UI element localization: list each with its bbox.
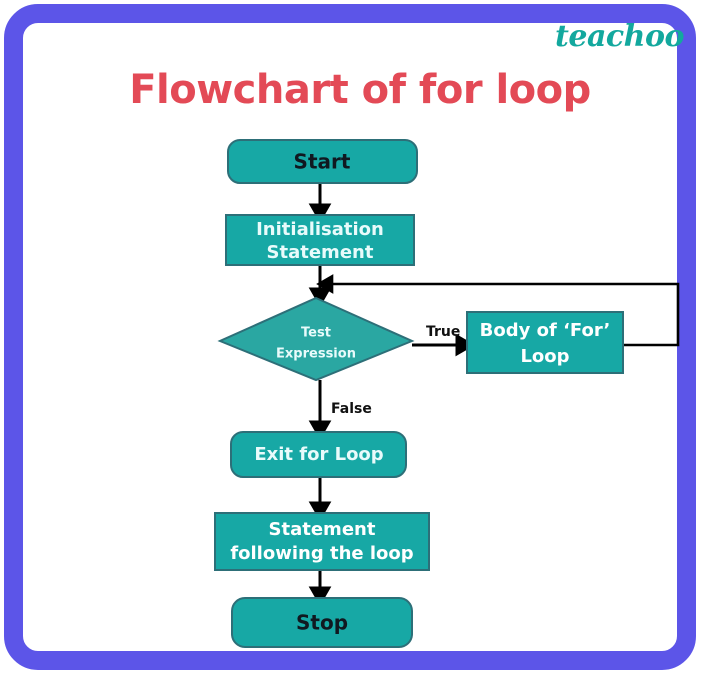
node-stop-shape[interactable] <box>231 597 413 648</box>
node-initialisation-statement[interactable]: Initialisation Statement <box>225 214 415 266</box>
node-init-shape[interactable] <box>225 214 415 266</box>
node-test-expression[interactable]: Test Expression <box>217 296 415 382</box>
node-statement-following-loop[interactable]: Statement following the loop <box>214 512 430 571</box>
node-test-label-line2: Expression <box>276 347 356 362</box>
connectors <box>308 183 680 607</box>
edge-label-false: False <box>331 401 372 417</box>
node-exit-for-loop[interactable]: Exit for Loop <box>230 431 407 478</box>
node-stop[interactable]: Stop <box>231 597 413 648</box>
node-body-of-for-loop[interactable]: Body of ‘For’ Loop <box>466 311 624 374</box>
node-test-shape[interactable] <box>217 296 415 382</box>
connector-body-loopback <box>316 274 680 347</box>
node-body-label-line2: Loop <box>520 346 569 367</box>
node-start-label: Start <box>294 150 351 174</box>
node-follow-shape[interactable] <box>214 512 430 571</box>
node-init-label-line1: Initialisation <box>256 219 384 240</box>
node-test-label-line1: Test <box>301 326 331 341</box>
node-init-label-line2: Statement <box>267 242 374 263</box>
node-exit-shape[interactable] <box>230 431 407 478</box>
teachoo-logo: teachoo <box>555 19 684 54</box>
node-body-label-line1: Body of ‘For’ <box>480 320 611 341</box>
node-start[interactable]: Start <box>227 139 418 184</box>
edge-label-true: True <box>426 324 460 340</box>
node-start-shape[interactable] <box>227 139 418 184</box>
node-follow-label-line2: following the loop <box>230 543 413 564</box>
node-follow-label-line1: Statement <box>269 519 376 540</box>
node-body-shape[interactable] <box>466 311 624 374</box>
page-title: Flowchart of for loop <box>129 67 591 113</box>
node-stop-label: Stop <box>296 611 348 635</box>
node-exit-label: Exit for Loop <box>254 444 383 465</box>
